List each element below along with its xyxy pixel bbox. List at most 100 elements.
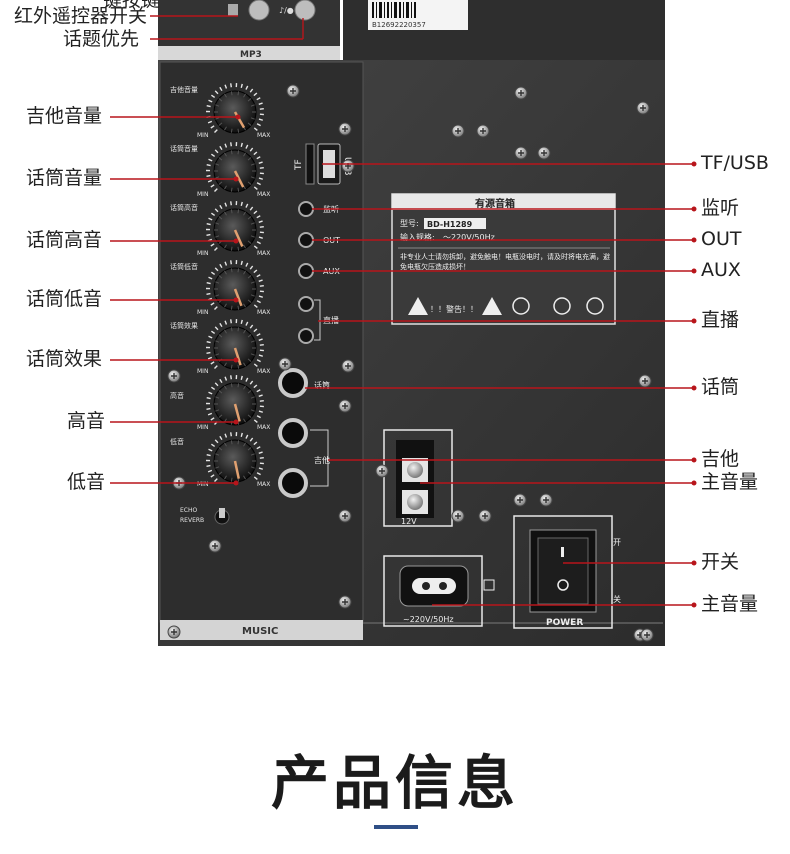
- screw-icon: [451, 124, 465, 138]
- switch-on-label: 开: [613, 538, 621, 547]
- monitor-jack[interactable]: [298, 201, 314, 217]
- screw-icon: [341, 359, 355, 373]
- screw-icon: [478, 509, 492, 523]
- screw-icon: [636, 101, 650, 115]
- max-label: MAX: [257, 309, 270, 316]
- double-insulation-icon: [483, 579, 495, 591]
- echo-label: ECHO: [180, 507, 197, 514]
- live-jack-1[interactable]: [298, 296, 314, 312]
- callout-mic-treble: 话筒高音: [26, 229, 103, 251]
- aux-jack[interactable]: [298, 263, 314, 279]
- callout-live: 直播: [701, 309, 740, 331]
- screw-icon: [640, 628, 654, 642]
- screw-icon: [338, 399, 352, 413]
- callout-ir-top: 一键按键: [84, 0, 161, 11]
- max-label: MAX: [257, 424, 270, 431]
- ac-socket: ~220V/50Hz: [383, 555, 495, 627]
- topic-priority-button[interactable]: [294, 0, 316, 21]
- warning-text: 非专业人士请勿拆卸，避免触电！电瓶没电时，请及时将电充满，避免电瓶欠压造成损坏！: [400, 253, 610, 271]
- callout-bass: 低音: [67, 471, 106, 493]
- mic-jack[interactable]: [278, 368, 308, 398]
- min-label: MIN: [197, 481, 208, 488]
- max-label: MAX: [257, 481, 270, 488]
- min-label: MIN: [197, 424, 208, 431]
- live-jack-2[interactable]: [298, 328, 314, 344]
- screw-icon: [638, 374, 652, 388]
- echo-reverb-switch[interactable]: ECHO REVERB: [180, 507, 230, 525]
- upper-right-panel: B12692220357: [343, 0, 665, 60]
- ir-button[interactable]: [248, 0, 270, 21]
- dc-terminal: 12V: [383, 429, 453, 527]
- knob-label: 高音: [170, 391, 184, 400]
- knob-label: 话筒低音: [170, 262, 198, 271]
- screw-icon: [167, 625, 181, 639]
- ac-label: ~220V/50Hz: [403, 615, 454, 624]
- min-label: MIN: [197, 132, 208, 139]
- screw-icon: [167, 369, 181, 383]
- volume-knob[interactable]: MIN MAX: [197, 142, 270, 198]
- cert-icon: [512, 297, 530, 315]
- screw-icon: [208, 539, 222, 553]
- callout-power-switch: 开关: [701, 551, 740, 573]
- dc-label: 12V: [401, 517, 417, 526]
- big-jack-label: 吉他: [314, 455, 330, 465]
- callout-out: OUT: [701, 228, 742, 250]
- knob-label: 低音: [170, 437, 184, 446]
- screw-icon: [338, 595, 352, 609]
- out-jack[interactable]: [298, 232, 314, 248]
- volume-knob[interactable]: MIN MAX: [197, 432, 270, 488]
- leader-lines: [110, 15, 694, 606]
- callout-tf-usb: TF/USB: [701, 152, 769, 174]
- screw-icon: [341, 159, 355, 173]
- callout-monitor: 监听: [701, 197, 740, 219]
- knob-label: 话筒音量: [170, 144, 198, 153]
- callout-mic-volume: 话筒音量: [26, 167, 103, 189]
- max-label: MAX: [257, 250, 270, 257]
- warning-label: ！！警告！！: [430, 304, 478, 314]
- screw-icon: [338, 509, 352, 523]
- callout-main-volume-2: 主音量: [701, 593, 759, 615]
- screw-icon: [338, 122, 352, 136]
- model-value: BD-H1289: [427, 220, 473, 229]
- section-heading: 产品信息: [270, 749, 519, 817]
- callout-guitar: 吉他: [701, 448, 740, 470]
- guitar-jack-2[interactable]: [278, 468, 308, 498]
- screw-icon: [476, 124, 490, 138]
- power-switch[interactable]: 开 关 POWER: [513, 515, 621, 629]
- min-label: MIN: [197, 191, 208, 198]
- max-label: MAX: [257, 191, 270, 198]
- screw-icon: [451, 509, 465, 523]
- guitar-jack-1[interactable]: [278, 418, 308, 448]
- callout-main-volume-1: 主音量: [701, 471, 759, 493]
- nameplate: 有源音箱 型号: BD-H1289 输入规格: ～220V/50Hz 非专业人士…: [391, 193, 616, 325]
- switch-off-label: 关: [613, 594, 621, 604]
- ccc-icon: [553, 297, 571, 315]
- heading-underline: [374, 825, 418, 829]
- volume-knob[interactable]: MIN MAX: [197, 375, 270, 431]
- warning-triangle-icon: [408, 297, 428, 315]
- callout-mic-bass: 话筒低音: [26, 288, 103, 310]
- music-strip: [160, 620, 363, 640]
- lightning-icon: [482, 297, 502, 315]
- mp3-label: MP3: [240, 50, 262, 60]
- big-jacks: 话筒 吉他: [278, 368, 330, 498]
- big-jack-label: 话筒: [314, 380, 330, 390]
- knob-label: 话筒高音: [170, 203, 198, 212]
- callout-mic-effect: 话筒效果: [26, 348, 103, 370]
- svg-text:♪/●: ♪/●: [279, 6, 294, 15]
- screw-icon: [514, 146, 528, 160]
- mp3-module: MP3 ♪/●: [158, 0, 340, 60]
- callout-aux: AUX: [701, 259, 741, 281]
- min-label: MIN: [197, 250, 208, 257]
- knob-label: 话筒效果: [170, 321, 198, 330]
- min-label: MIN: [197, 368, 208, 375]
- screw-icon: [514, 86, 528, 100]
- callout-guitar-volume: 吉他音量: [26, 105, 103, 127]
- callout-ir-remote: 红外遥控器开关: [14, 5, 148, 27]
- screw-icon: [537, 146, 551, 160]
- input-value: ～220V/50Hz: [443, 233, 495, 242]
- music-label: MUSIC: [242, 626, 278, 637]
